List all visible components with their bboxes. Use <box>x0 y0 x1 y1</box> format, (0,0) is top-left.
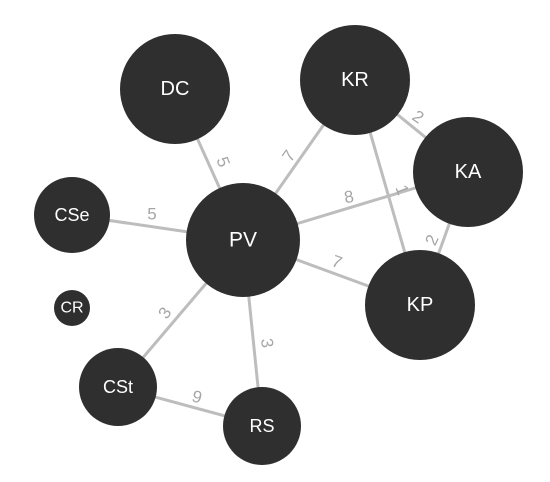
edge-weight-label: 1 <box>391 182 412 197</box>
node-circle[interactable] <box>365 250 475 360</box>
node-label: DC <box>161 78 190 100</box>
node-dc[interactable]: DC <box>120 34 230 144</box>
edge-weight-label: 7 <box>329 251 344 272</box>
node-circle[interactable] <box>54 290 90 326</box>
node-circle[interactable] <box>120 34 230 144</box>
edge-weight-label: 3 <box>257 337 277 349</box>
node-kr[interactable]: KR <box>300 25 410 135</box>
node-circle[interactable] <box>34 177 110 253</box>
node-kp[interactable]: KP <box>365 250 475 360</box>
node-label: PV <box>229 229 257 252</box>
edge-weight-label: 3 <box>155 304 176 323</box>
node-circle[interactable] <box>300 25 410 135</box>
edge-weight-label: 5 <box>147 205 156 224</box>
node-label: CSt <box>103 377 133 397</box>
node-circle[interactable] <box>413 117 523 227</box>
node-label: RS <box>249 416 274 436</box>
edge-weight-label: 2 <box>421 232 442 249</box>
node-cr[interactable]: CR <box>54 290 90 326</box>
node-circle[interactable] <box>186 183 300 297</box>
node-rs[interactable]: RS <box>223 387 301 465</box>
edge-weight-label: 8 <box>343 187 356 207</box>
node-label: KP <box>407 294 434 316</box>
node-circle[interactable] <box>223 387 301 465</box>
node-label: CR <box>60 300 83 317</box>
node-cst[interactable]: CSt <box>79 348 157 426</box>
node-pv[interactable]: PV <box>186 183 300 297</box>
node-label: KR <box>341 69 369 91</box>
node-circle[interactable] <box>79 348 157 426</box>
edge-weight-label: 5 <box>212 154 233 169</box>
node-ka[interactable]: KA <box>413 117 523 227</box>
node-label: CSe <box>54 205 89 225</box>
edge-weight-label: 9 <box>190 387 204 408</box>
node-label: KA <box>455 161 482 183</box>
node-cse[interactable]: CSe <box>34 177 110 253</box>
